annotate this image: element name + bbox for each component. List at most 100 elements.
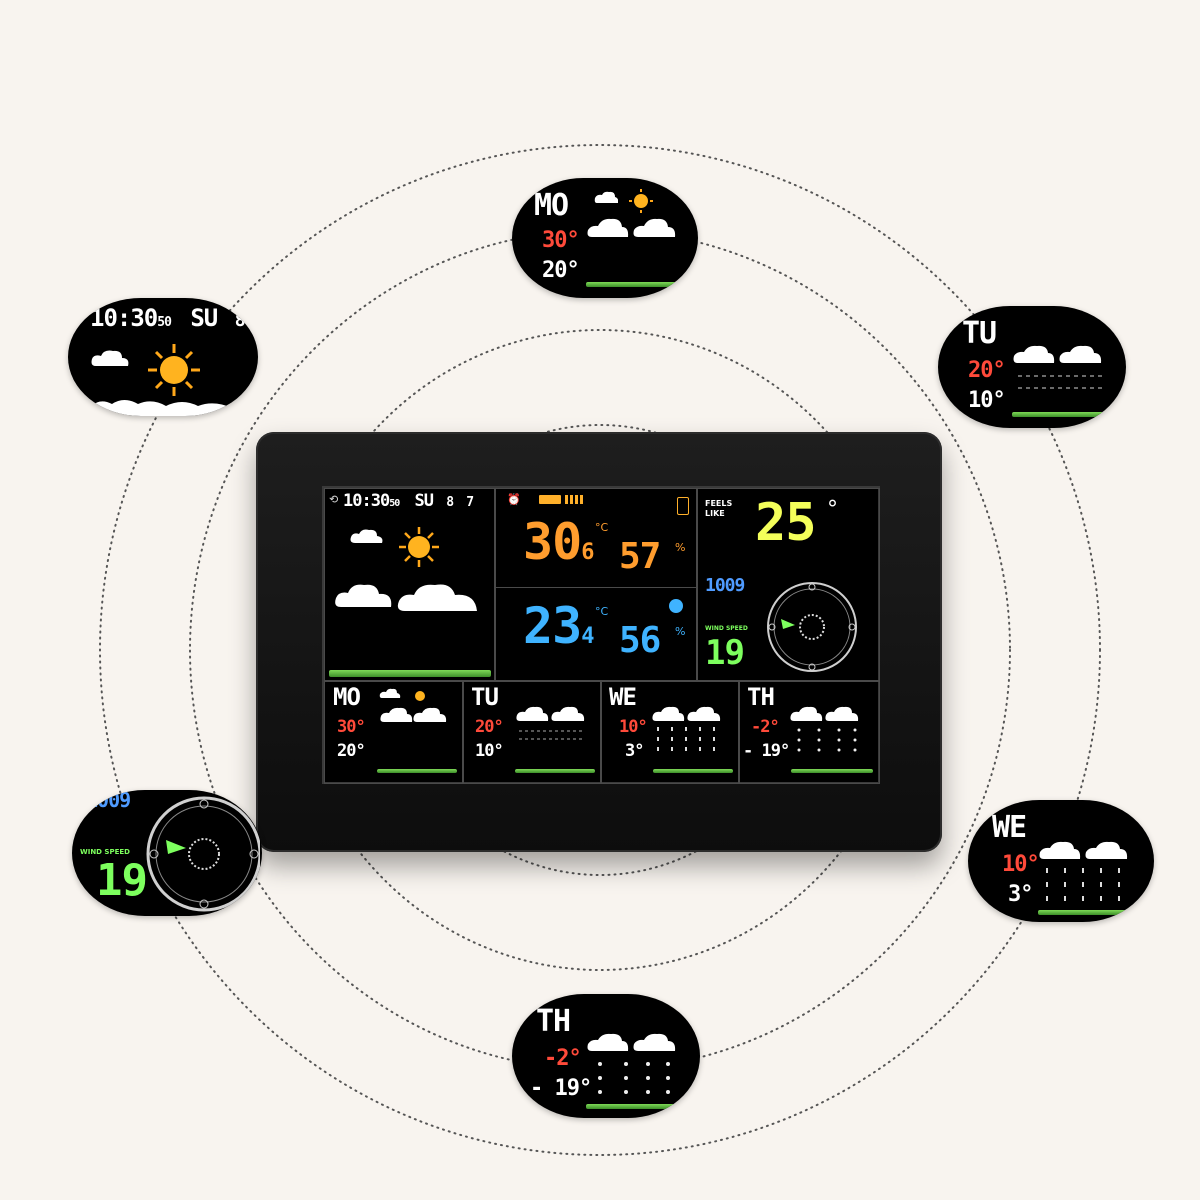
snow-icon [587, 1033, 676, 1094]
forecast-high: 20° [475, 717, 504, 737]
device-month: 7 [466, 495, 474, 510]
callout-forecast-tu: TU 20° 10° [938, 306, 1126, 428]
callout-wind-speed: 1009 WIND SPEED 19 [72, 790, 262, 916]
callout-low: - 19° [530, 1076, 592, 1101]
indoor-humidity-unit: % [675, 625, 686, 638]
pane-temperature-humidity: ⏰ 306 °C 57 % 234 °C 56 % [494, 488, 698, 682]
wind-speed-value: 19 [705, 633, 745, 673]
callout-day-label: WE [992, 810, 1027, 845]
device-date: 8 [446, 495, 454, 510]
indoor-humidity: 56 [619, 620, 661, 661]
indoor-temp-decimal: 4 [581, 624, 594, 649]
forecast-low: - 19° [743, 741, 790, 761]
grass-strip [586, 282, 680, 287]
device-seconds: 50 [389, 498, 400, 509]
cloud-icon [594, 191, 618, 203]
callout-seconds: 50 [157, 315, 172, 330]
grass-strip [1012, 412, 1106, 417]
cloud-icon [587, 218, 676, 237]
grass-strip [653, 769, 733, 773]
sun-icon [629, 189, 653, 213]
forecast-day-label: MO [333, 683, 361, 711]
callout-high: -2° [544, 1046, 582, 1071]
callout-high: 10° [1002, 852, 1040, 877]
cloud-icon [1013, 345, 1104, 389]
grass-strip [377, 769, 457, 773]
forecast-high: 30° [337, 717, 366, 737]
forecast-day-3: WE 10° 3° [600, 680, 740, 784]
wind-compass [767, 582, 857, 672]
grass-strip [1038, 910, 1132, 915]
feels-like-label: FEELS LIKE [705, 499, 733, 518]
forecast-day-4: TH -2° - 19° [738, 680, 880, 784]
forecast-high: 10° [619, 717, 648, 737]
forecast-low: 3° [625, 741, 645, 761]
sun-icon [399, 527, 439, 567]
sun-icon [148, 344, 200, 396]
device-screen: ⟲ 10:3050 SU 8 7 [322, 486, 880, 784]
forecast-low: 10° [475, 741, 504, 761]
outdoor-temp: 30 [523, 513, 582, 571]
rain-icon [652, 706, 721, 751]
outdoor-humidity-unit: % [675, 541, 686, 554]
forecast-high: -2° [751, 717, 780, 737]
forecast-day-1: MO 30° 20° [324, 680, 464, 784]
sun-icon [415, 691, 425, 701]
callout-date: 8 [234, 310, 246, 331]
grass-strip [515, 769, 595, 773]
callout-wind-label: WIND SPEED [80, 848, 130, 856]
forecast-day-label: TU [471, 683, 499, 711]
outdoor-temp-unit: °C [595, 521, 609, 534]
feels-like-value: 25 [755, 493, 817, 553]
snow-icon [790, 706, 859, 752]
callout-day-label: TU [962, 316, 997, 351]
cloud-icon [397, 584, 477, 611]
callout-low: 10° [968, 388, 1006, 413]
wifi-icon: ⟲ [329, 493, 339, 506]
pane-feels-wind: FEELS LIKE 25 ° 1009 WIND SPEED 19 [696, 488, 880, 682]
forecast-day-label: WE [609, 683, 637, 711]
cloud-icon [516, 706, 585, 740]
device-time: 10:30 [343, 491, 390, 511]
alarm-icon: ⏰ [507, 493, 521, 506]
wind-speed-label: WIND SPEED [705, 625, 748, 632]
rain-icon [1039, 841, 1128, 901]
cloud-icon [335, 584, 392, 607]
callout-day-label: MO [534, 188, 569, 223]
cloud-icon [350, 529, 383, 543]
callout-low: 20° [542, 258, 580, 283]
cloud-icon [85, 400, 252, 416]
callout-time-weather: 10:3050 SU 8 [68, 298, 258, 416]
forecast-low: 20° [337, 741, 366, 761]
sensor-icon [677, 497, 689, 515]
indoor-temp-unit: °C [595, 605, 609, 618]
callout-day: SU [190, 304, 218, 332]
forecast-day-2: TU 20° 10° [462, 680, 602, 784]
outdoor-humidity: 57 [619, 536, 661, 577]
grass-strip [586, 1104, 680, 1109]
grass-strip [329, 670, 491, 677]
callout-forecast-th: TH -2° - 19° [512, 994, 700, 1118]
callout-day-label: TH [536, 1004, 571, 1039]
callout-forecast-we: WE 10° 3° [968, 800, 1154, 922]
ring-outer [99, 144, 1101, 1156]
callout-high: 20° [968, 358, 1006, 383]
cloud-icon [379, 688, 401, 698]
cloud-icon [380, 707, 447, 722]
outdoor-temp-decimal: 6 [581, 540, 594, 565]
wind-compass [146, 796, 260, 912]
callout-forecast-mo: MO 30° 20° [512, 178, 698, 298]
battery-signal-icon [539, 495, 561, 504]
pane-time-weather: ⟲ 10:3050 SU 8 7 [324, 488, 496, 682]
callout-pressure: 1009 [86, 790, 131, 812]
home-icon [669, 599, 683, 613]
device-day: SU [414, 491, 434, 511]
indoor-temp: 23 [523, 597, 582, 655]
callout-time: 10:30 [90, 304, 158, 332]
grass-strip [791, 769, 873, 773]
pressure-value: 1009 [705, 575, 745, 596]
weather-station-device: ⟲ 10:3050 SU 8 7 [256, 432, 942, 852]
callout-high: 30° [542, 228, 580, 253]
cloud-icon [91, 350, 129, 366]
